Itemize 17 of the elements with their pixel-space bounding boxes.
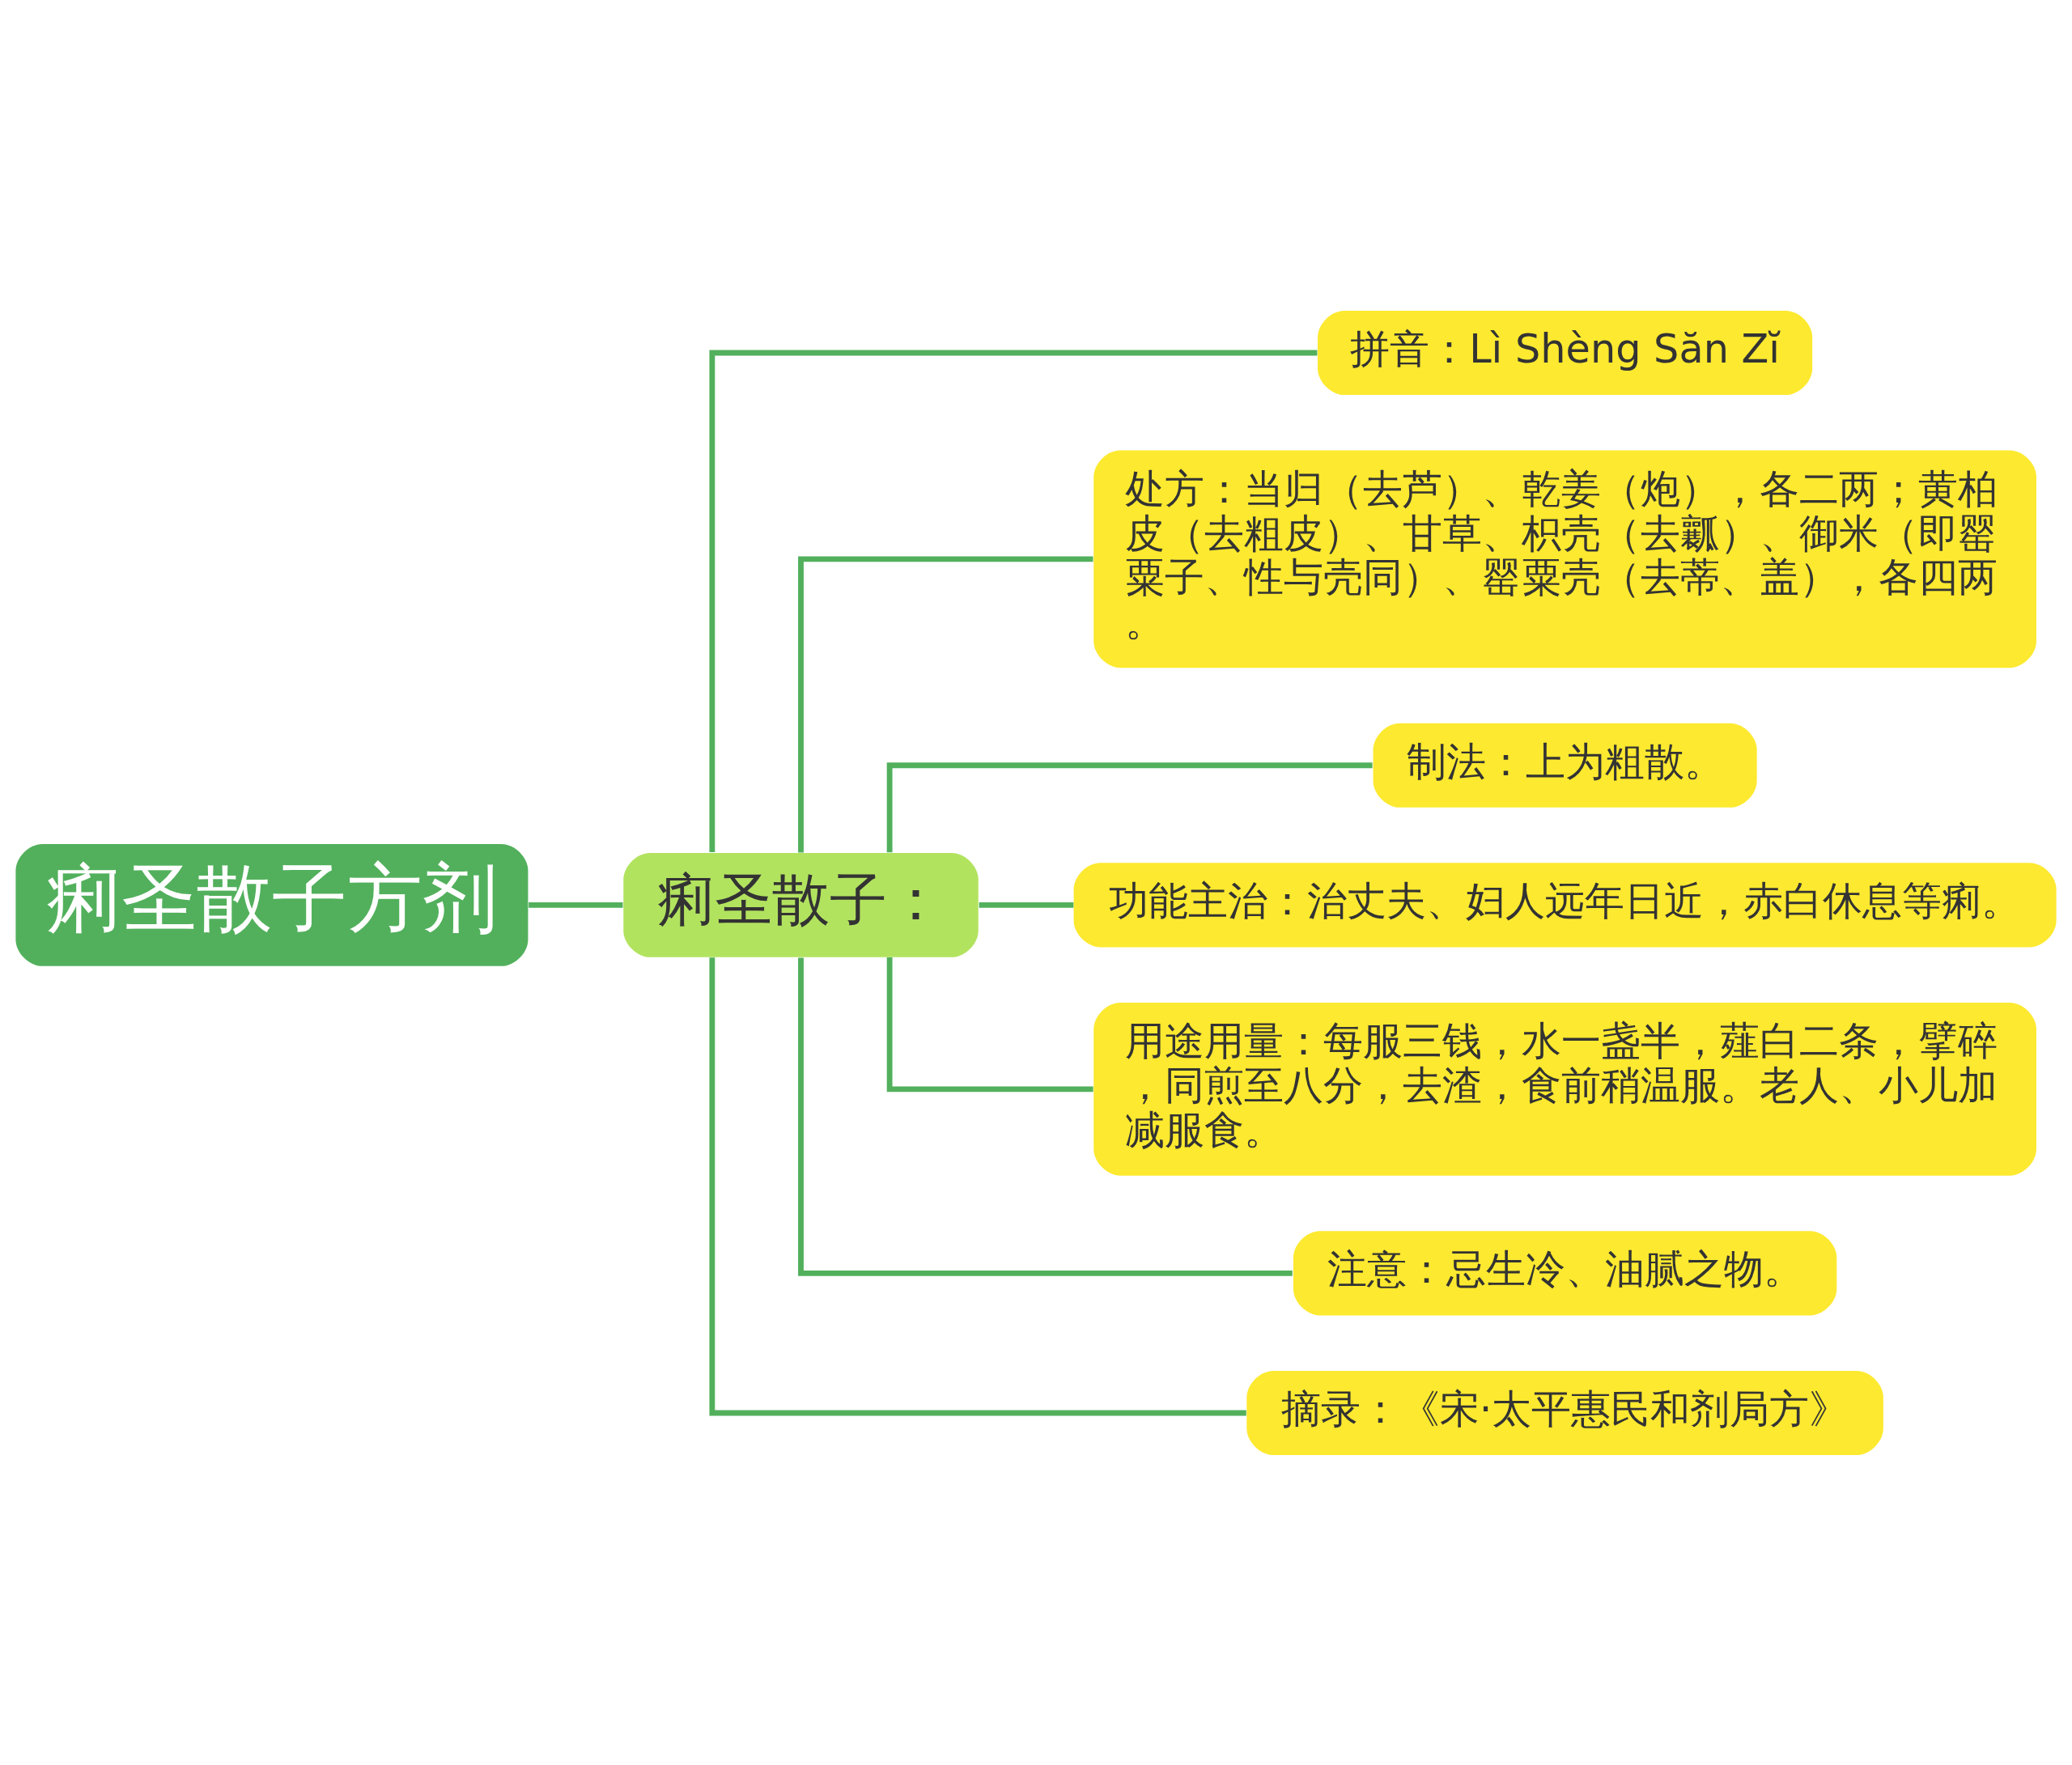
node-box: 痢圣散子方剂 bbox=[15, 843, 529, 966]
node-box: 摘录：《宋·太平惠民和剂局方》 bbox=[1246, 1370, 1883, 1455]
connector bbox=[886, 762, 1373, 852]
node-box: 处方：当归（去芦）、乾姜（炮），各二两；黄柏皮（去粗皮）、甘草、枳壳（去瓤）、御米（即罂粟子、性与壳同）、罂粟壳（去蒂、盖），各四两。 bbox=[1093, 450, 2036, 668]
connector bbox=[979, 902, 1074, 908]
node-box: 制法：上为粗散。 bbox=[1373, 723, 1757, 808]
node-box: 用途用量：每服三钱，水一盏半，薤白二条，擘碎，同煎至八分，去渣，食前稍温服。老人、小儿加减服食。 bbox=[1093, 1002, 2036, 1176]
connector bbox=[798, 957, 1293, 1276]
connector bbox=[709, 350, 1318, 852]
connector bbox=[798, 555, 1093, 852]
node-box: 功能主治：治丈夫、妇人远年日近，赤白休息等痢。 bbox=[1073, 862, 2057, 947]
node-box: 注意：忌生冷、油腻之物。 bbox=[1293, 1230, 1837, 1315]
node-box: 痢圣散子： bbox=[623, 852, 979, 957]
connector bbox=[529, 902, 623, 908]
connector bbox=[886, 957, 1093, 1092]
connector bbox=[709, 957, 1246, 1415]
node-box: 拼音：Lì Shèng Săn Zĭ bbox=[1318, 310, 1813, 395]
